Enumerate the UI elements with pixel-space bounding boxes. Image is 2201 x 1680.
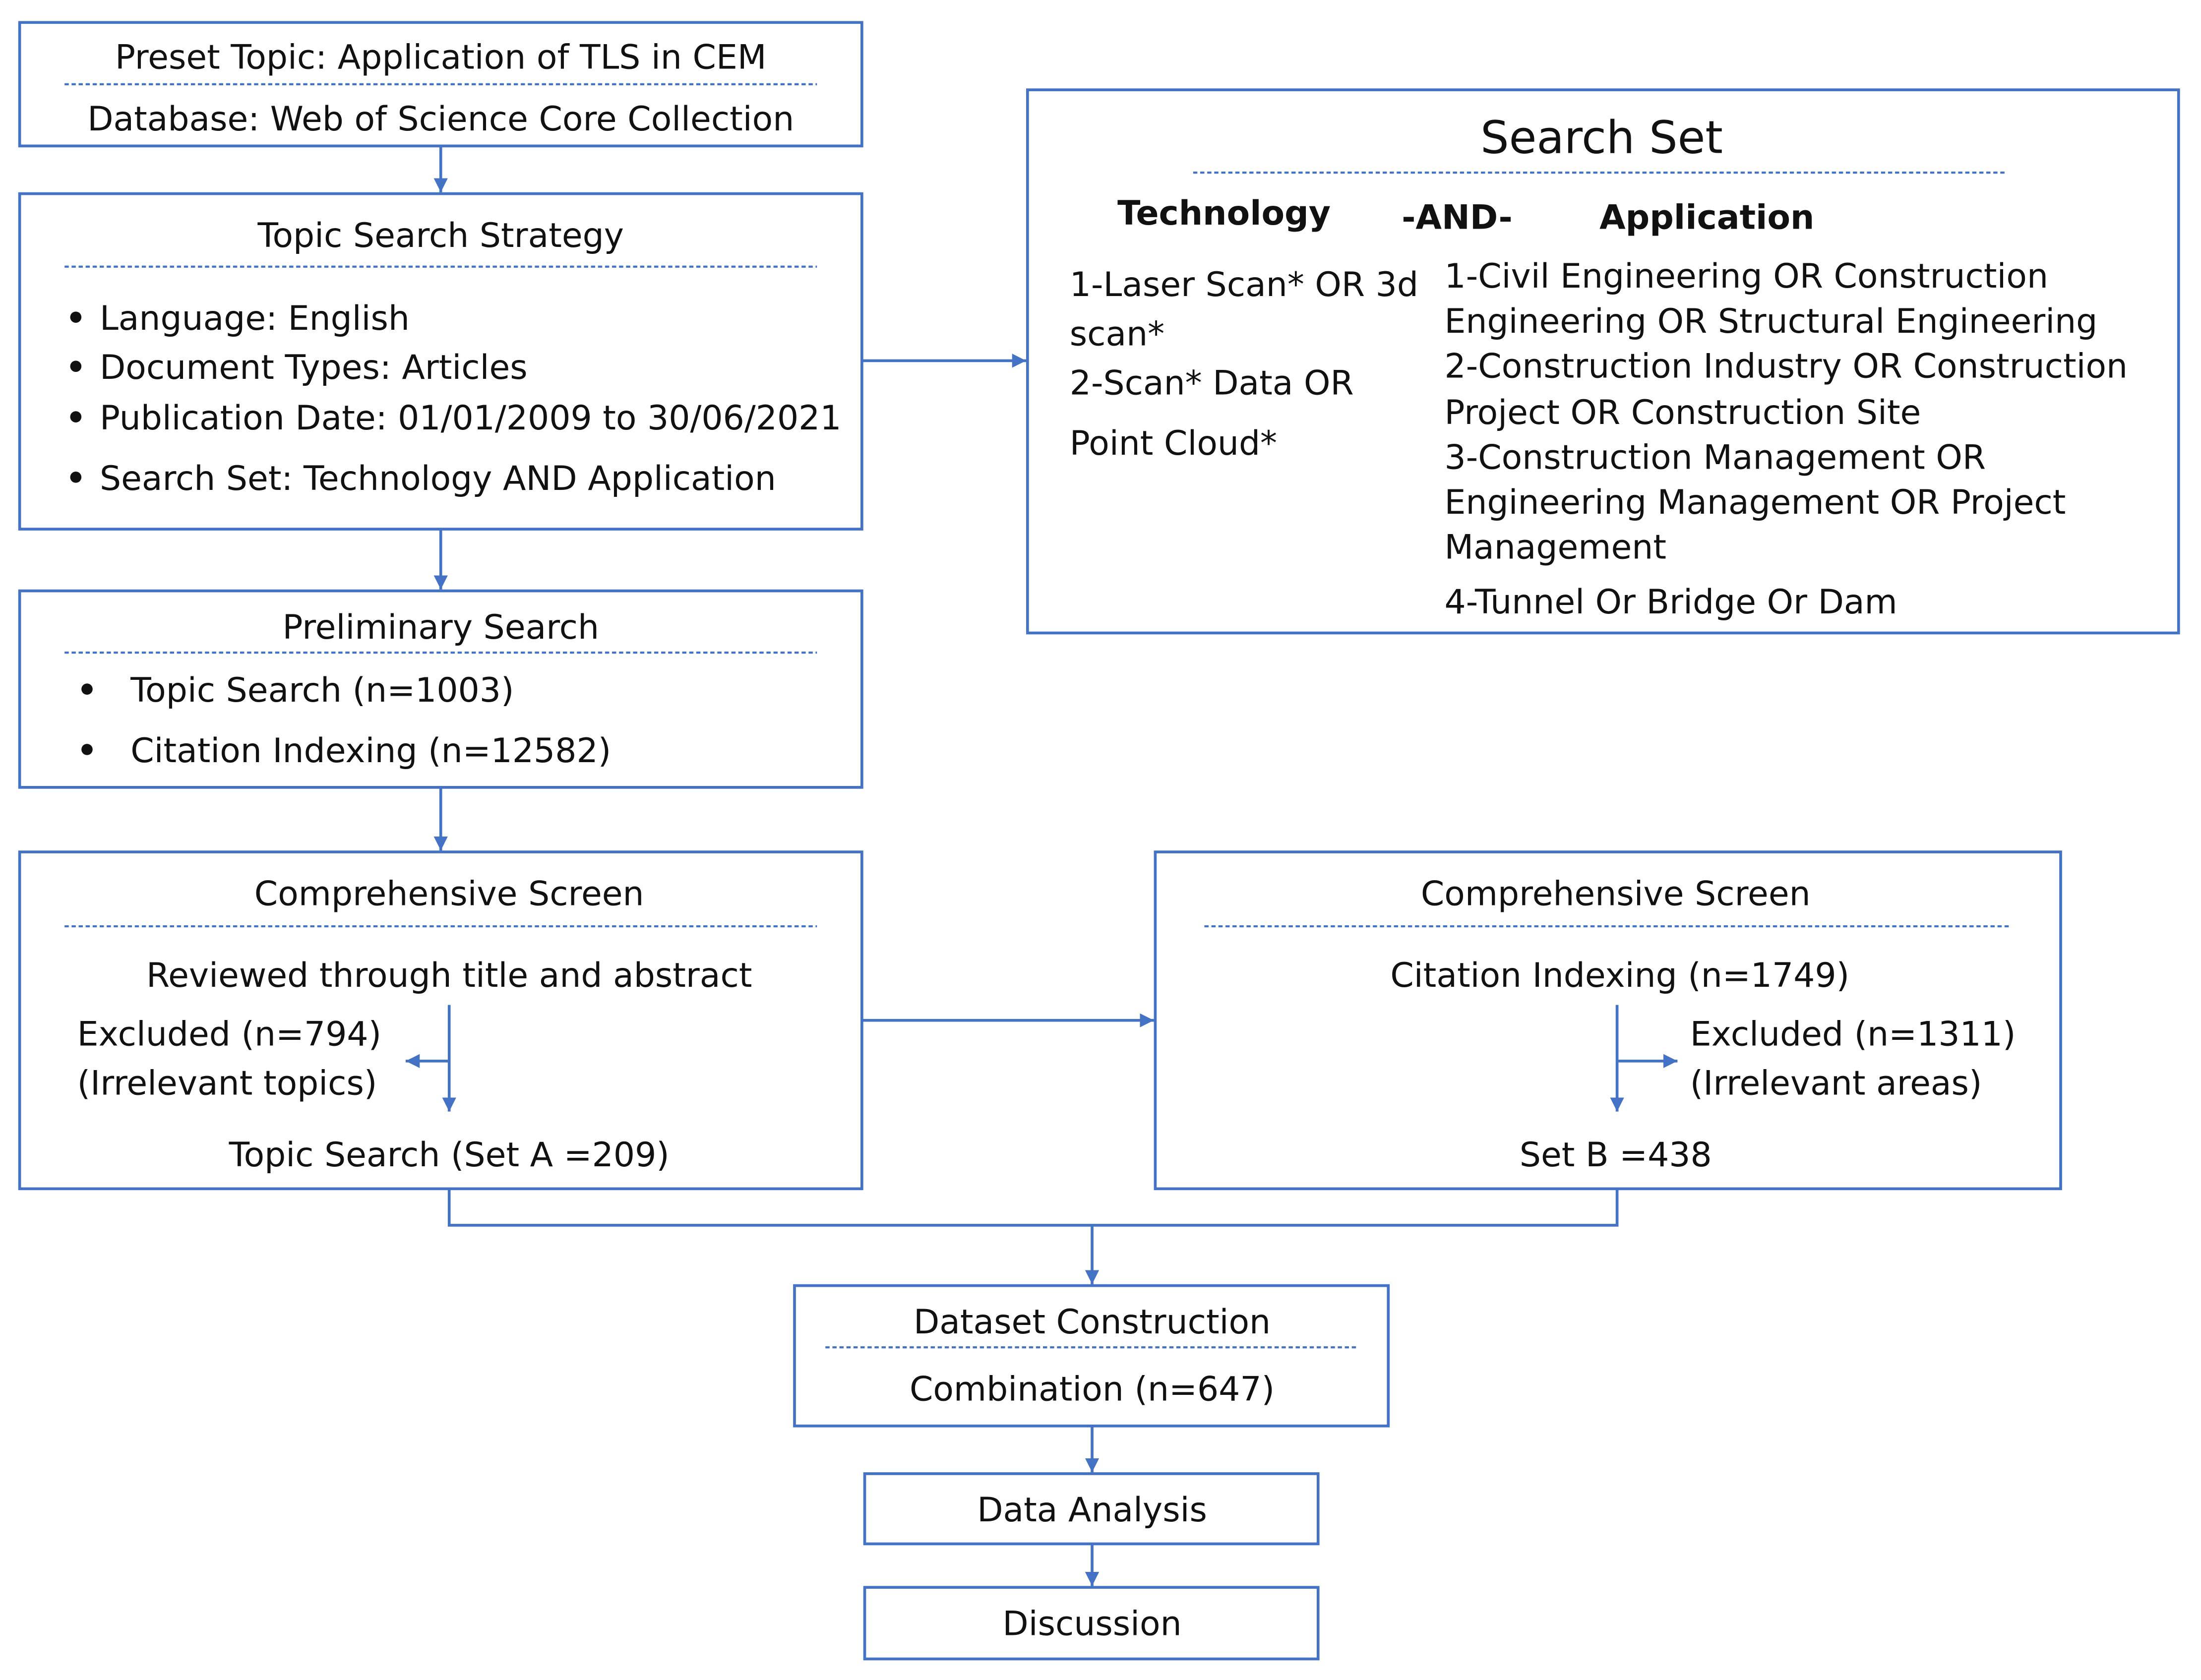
bullet-icon: [81, 683, 93, 695]
screen-b-box: [1154, 850, 2062, 1191]
search-set-box: [1026, 88, 2180, 635]
bullet-icon: [70, 411, 82, 422]
screen-a-excluded: Excluded (n=794): [77, 1015, 382, 1054]
screen-b-title: Comprehensive Screen: [1420, 874, 1811, 914]
application-line: Engineering Management OR Project: [1444, 482, 2066, 522]
strategy-title: Topic Search Strategy: [257, 216, 624, 256]
preliminary-item: Topic Search (n=1003): [130, 670, 514, 711]
technology-line: 2-Scan* Data OR: [1069, 363, 1354, 403]
dataset-combination: Combination (n=647): [909, 1370, 1275, 1409]
and-operator: -AND-: [1402, 198, 1513, 238]
technology-line: scan*: [1069, 314, 1165, 354]
strategy-item: Language: English: [99, 299, 410, 339]
bullet-icon: [70, 311, 82, 323]
screen-a-title: Comprehensive Screen: [254, 874, 644, 914]
screen-a-reviewed: Reviewed through title and abstract: [146, 956, 752, 995]
application-line: Engineering OR Structural Engineering: [1444, 301, 2098, 341]
technology-line: 1-Laser Scan* OR 3d: [1069, 265, 1418, 305]
application-line: 1-Civil Engineering OR Construction: [1444, 256, 2049, 297]
strategy-item: Document Types: Articles: [99, 348, 528, 388]
strategy-item: Search Set: Technology AND Application: [99, 459, 776, 498]
preliminary-title: Preliminary Search: [282, 607, 600, 647]
preset-database: Database: Web of Science Core Collection: [87, 99, 795, 139]
screen-b-excluded-reason: (Irrelevant areas): [1690, 1064, 1982, 1103]
technology-header: Technology: [1117, 193, 1331, 233]
screen-b-result: Set B =438: [1519, 1135, 1712, 1175]
bullet-icon: [70, 472, 82, 483]
preliminary-item: Citation Indexing (n=12582): [130, 731, 611, 771]
screen-b-input: Citation Indexing (n=1749): [1390, 956, 1850, 995]
screen-a-result: Topic Search (Set A =209): [229, 1135, 670, 1175]
application-line: Project OR Construction Site: [1444, 393, 1921, 432]
discussion-box: [863, 1586, 1320, 1661]
data-analysis-label: Data Analysis: [977, 1490, 1207, 1530]
dataset-box: [793, 1284, 1390, 1428]
screen-a-excluded-reason: (Irrelevant topics): [77, 1064, 377, 1103]
search-set-title: Search Set: [1480, 111, 1723, 165]
strategy-item: Publication Date: 01/01/2009 to 30/06/20…: [99, 398, 842, 438]
preset-topic: Preset Topic: Application of TLS in CEM: [115, 38, 767, 77]
application-line: 4-Tunnel Or Bridge Or Dam: [1444, 582, 1897, 622]
application-line: 3-Construction Management OR: [1444, 438, 1986, 478]
technology-line: Point Cloud*: [1069, 423, 1278, 464]
application-header: Application: [1599, 198, 1815, 238]
bullet-icon: [70, 360, 82, 372]
dataset-title: Dataset Construction: [913, 1302, 1271, 1342]
application-line: Management: [1444, 528, 1666, 567]
application-line: 2-Construction Industry OR Construction: [1444, 347, 2128, 386]
merge-connector: [447, 1189, 1619, 1227]
discussion-label: Discussion: [1002, 1604, 1182, 1644]
screen-b-excluded: Excluded (n=1311): [1690, 1015, 2016, 1054]
bullet-icon: [81, 744, 93, 755]
